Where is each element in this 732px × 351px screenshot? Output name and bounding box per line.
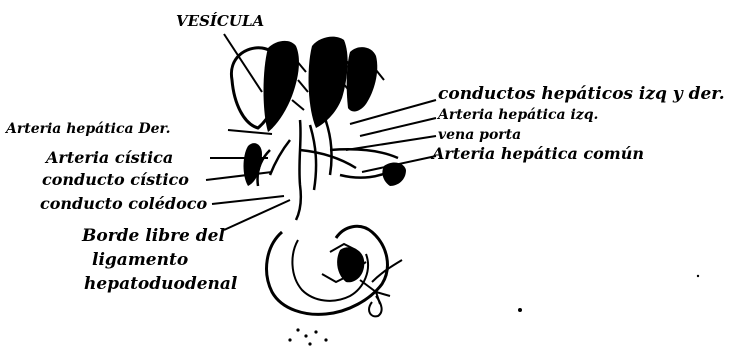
label-borde-libre-2: ligamento: [92, 252, 188, 269]
label-conducto-cistico: conducto cístico: [42, 172, 189, 188]
terminal-vessel: [369, 260, 402, 316]
label-borde-libre-3: hepatoduodenal: [84, 276, 237, 293]
liver-mass-left: [264, 41, 299, 132]
label-borde-libre-1: Borde libre del: [82, 228, 225, 245]
vessel-blob-left: [244, 143, 263, 186]
liver-mass-right: [347, 47, 378, 111]
label-arteria-hepatica-izq: Arteria hepática izq.: [438, 108, 598, 122]
pancreas-blob: [337, 247, 364, 282]
label-arteria-hepatica-der: Arteria hepática Der.: [6, 122, 170, 136]
label-vena-porta: vena porta: [438, 128, 521, 142]
label-arteria-hepatica-comun: Arteria hepática común: [432, 146, 644, 162]
vessel-tree: [258, 110, 399, 220]
label-conducto-coledoco: conducto colédoco: [40, 196, 207, 212]
label-arteria-cistica: Arteria cística: [46, 150, 173, 166]
label-conductos-hepaticos: conductos hepáticos izq y der.: [438, 86, 725, 103]
label-vesicula: VESÍCULA: [176, 14, 264, 29]
stippling: [288, 275, 699, 346]
